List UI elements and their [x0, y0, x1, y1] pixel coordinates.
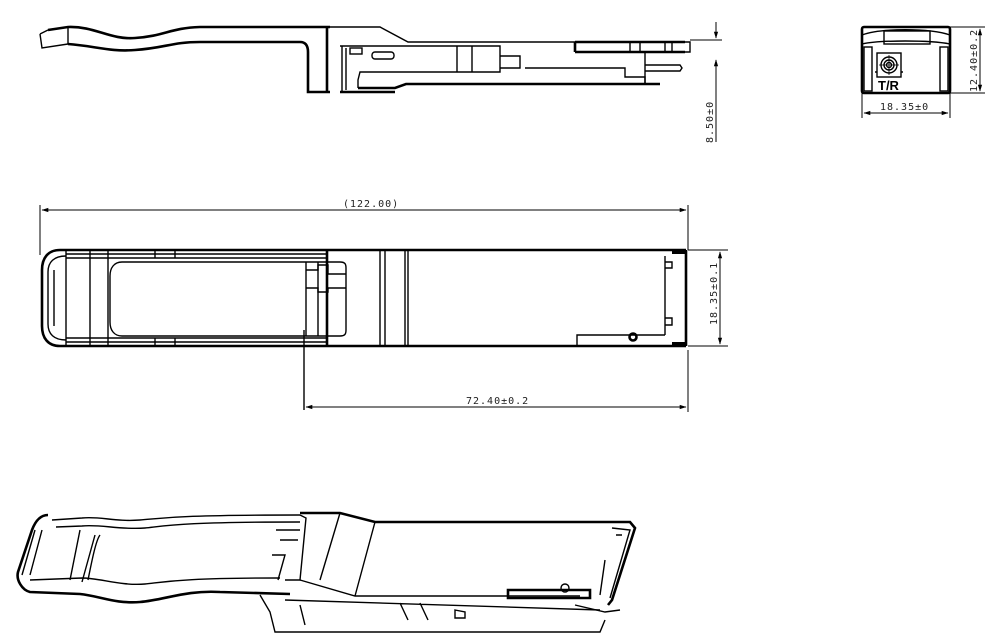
side-view: [39, 25, 691, 94]
dimension-overall-length: (122.00): [39, 199, 689, 255]
dim-label-end-height: 12.40±0.2: [969, 29, 980, 92]
dim-label-body-length: 72.40±0.2: [466, 396, 529, 407]
end-view: T/R: [860, 25, 952, 95]
isometric-view: [16, 511, 637, 633]
dimension-end-height: 12.40±0.2: [950, 26, 985, 94]
dimension-end-width: 18.35±0: [861, 93, 951, 118]
dim-label-end-width: 18.35±0: [880, 102, 929, 113]
top-view: [40, 248, 688, 410]
dimension-side-height: 8.50±0: [690, 22, 722, 143]
dim-label-top-width: 18.35±0.1: [709, 262, 720, 325]
port-label: T/R: [878, 78, 900, 93]
dimension-body-length: 72.40±0.2: [305, 350, 689, 412]
dimension-top-width: 18.35±0.1: [688, 249, 728, 347]
dim-label-side-height: 8.50±0: [705, 101, 716, 143]
dim-label-overall-length: (122.00): [343, 199, 399, 210]
